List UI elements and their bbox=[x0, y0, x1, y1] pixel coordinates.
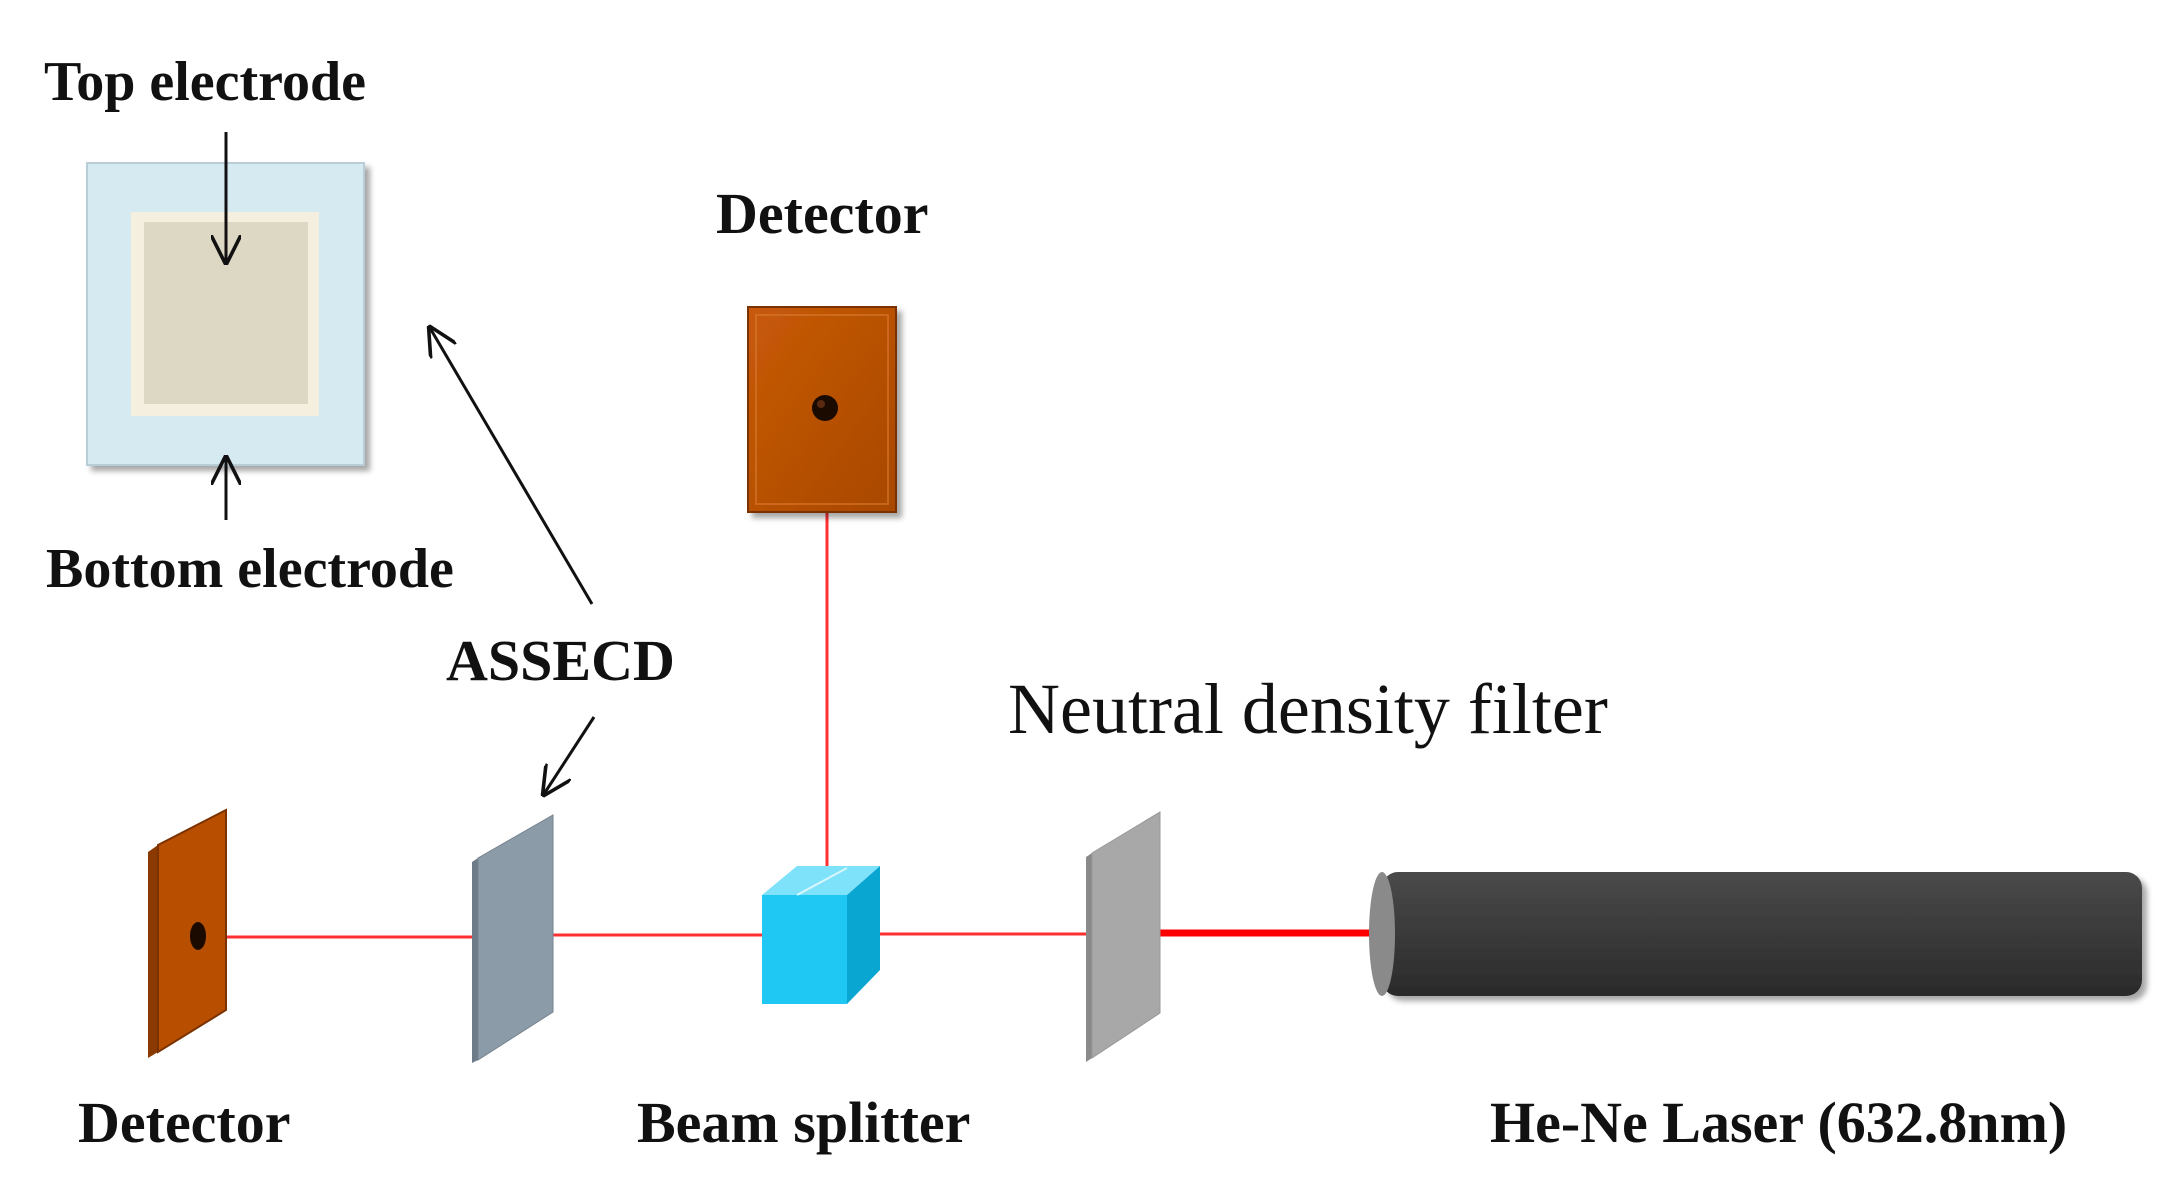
top-detector: Detector bbox=[716, 181, 929, 513]
inset-pointer-arrow bbox=[430, 328, 594, 605]
left-detector: Detector bbox=[78, 808, 291, 1155]
neutral-density-filter: Neutral density filter bbox=[1008, 669, 1608, 1062]
assecd-pointer-arrow bbox=[544, 716, 596, 794]
beam-splitter-side bbox=[847, 866, 880, 1004]
nd-filter-edge bbox=[1086, 853, 1092, 1062]
label-beam-splitter: Beam splitter bbox=[637, 1090, 970, 1155]
assecd-sample-plate bbox=[472, 814, 554, 1063]
top-detector-aperture-highlight bbox=[817, 400, 825, 408]
electrode-sample-inset: Top electrode Bottom electrode bbox=[44, 51, 454, 600]
sample-plate-edge bbox=[472, 858, 478, 1063]
label-assecd: ASSECD bbox=[446, 628, 675, 693]
sample-plate-face bbox=[477, 814, 554, 1061]
left-detector-aperture bbox=[190, 922, 206, 950]
beam-splitter-top bbox=[762, 866, 880, 895]
top-detector-bevel bbox=[755, 314, 889, 505]
nd-filter-face bbox=[1091, 811, 1161, 1059]
left-detector-side bbox=[148, 845, 158, 1058]
top-detector-aperture bbox=[812, 395, 838, 421]
label-bottom-electrode: Bottom electrode bbox=[46, 538, 454, 600]
beam-splitter-cube: Beam splitter bbox=[637, 866, 970, 1155]
label-top-electrode: Top electrode bbox=[44, 51, 366, 113]
laser-body bbox=[1382, 872, 2142, 996]
label-nd-filter: Neutral density filter bbox=[1008, 669, 1608, 749]
he-ne-laser: He-Ne Laser (632.8nm) bbox=[1369, 872, 2142, 1155]
label-laser: He-Ne Laser (632.8nm) bbox=[1490, 1090, 2067, 1155]
label-detector-top: Detector bbox=[716, 181, 929, 246]
beam-splitter-diagonal bbox=[796, 867, 848, 896]
beam-splitter-front bbox=[762, 895, 847, 1004]
laser-output-cap bbox=[1369, 872, 1395, 996]
label-detector-left: Detector bbox=[78, 1090, 291, 1155]
